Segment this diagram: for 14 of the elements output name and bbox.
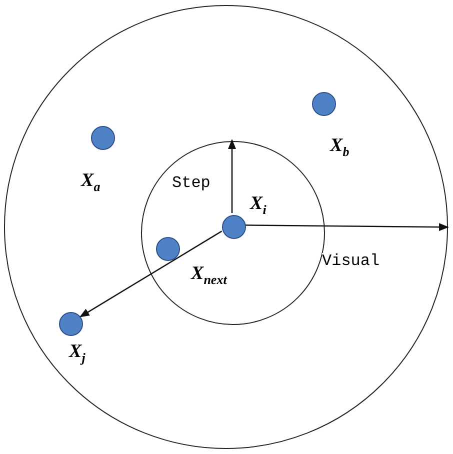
point-marker <box>156 237 180 261</box>
point-marker <box>312 92 336 116</box>
point-marker <box>59 312 83 336</box>
point-label: X$_{next}$ <box>191 264 227 286</box>
arrow <box>79 230 222 318</box>
arrow <box>244 223 449 232</box>
point-marker <box>91 126 115 150</box>
point-marker <box>222 215 246 239</box>
point-label: X$_{i}$ <box>250 194 266 216</box>
point-label: X$_{a}$ <box>81 171 100 193</box>
arrow <box>228 139 236 213</box>
edge-label: Step <box>172 175 210 191</box>
point-label: X$_{b}$ <box>330 136 350 158</box>
point-label: X$_{j}$ <box>69 342 86 364</box>
